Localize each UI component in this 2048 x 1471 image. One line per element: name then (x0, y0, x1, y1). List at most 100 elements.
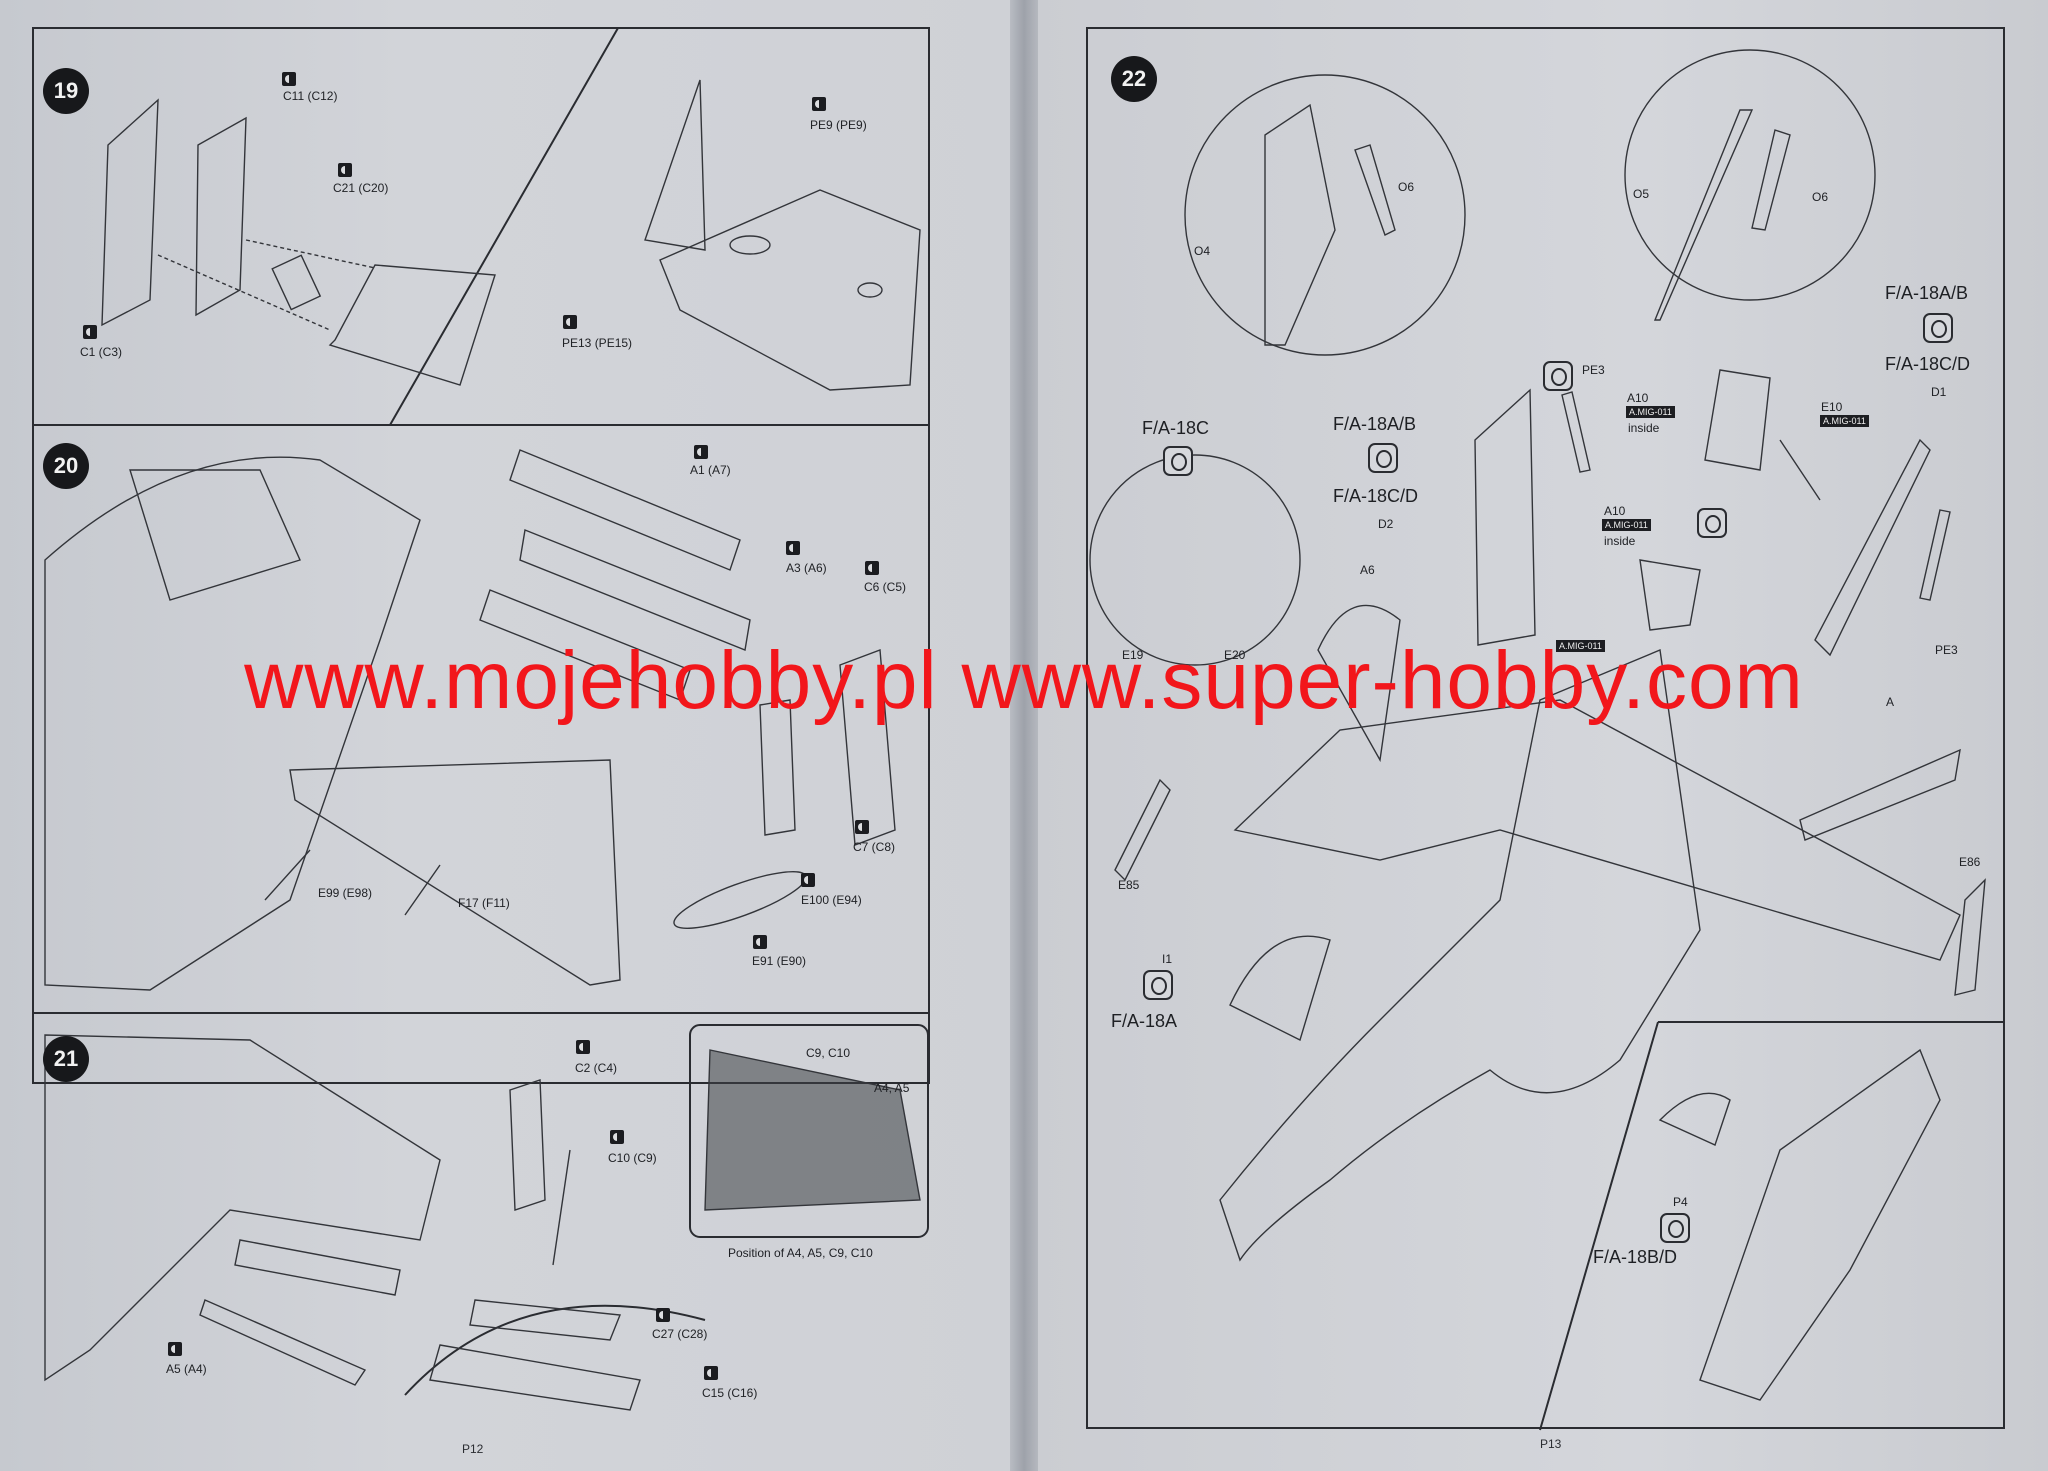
label-d2: D2 (1378, 517, 1394, 531)
part-a10-a (1704, 369, 1771, 471)
label-e86: E86 (1959, 855, 1981, 869)
step19-wing-assembly (659, 189, 921, 391)
paint-icon (168, 1342, 182, 1356)
step21-inset-frame (689, 1024, 929, 1238)
label-o6-b: O6 (1812, 190, 1829, 204)
part-c2 (509, 1079, 546, 1211)
label-c1: C1 (C3) (80, 345, 123, 359)
bubble-o4 (1184, 74, 1466, 356)
label-inside-b: inside (1604, 534, 1636, 548)
step19-diagonal-divider (389, 27, 619, 426)
paint-icon (282, 72, 296, 86)
label-e19: E19 (1122, 648, 1144, 662)
step-21-badge: 21 (43, 1036, 89, 1082)
part-step19-wing (328, 264, 496, 386)
label-d1: D1 (1931, 385, 1947, 399)
inset-caption: Position of A4, A5, C9, C10 (728, 1246, 873, 1260)
part-o5 (1653, 109, 1754, 321)
label-c15: C15 (C16) (702, 1386, 758, 1400)
part-e10 (1779, 439, 1821, 501)
watermark-text: www.mojehobby.pl www.super-hobby.com (244, 635, 1804, 726)
label-inside-a: inside (1628, 421, 1660, 435)
inset-label-c9-c10: C9, C10 (806, 1046, 851, 1060)
label-a10-b: A10 (1604, 504, 1626, 518)
part-o4 (1264, 103, 1336, 346)
part-e86 (1954, 878, 1986, 996)
part-p4 (1658, 1092, 1731, 1146)
page-number-left: P12 (462, 1442, 484, 1456)
page-number-right: P13 (1540, 1437, 1562, 1451)
part-c7 (759, 699, 796, 836)
variant-fa18cd-mid: F/A-18C/D (1333, 486, 1419, 506)
label-o6-a: O6 (1398, 180, 1415, 194)
bubble-o5 (1624, 49, 1876, 301)
paint-icon (865, 561, 879, 575)
part-a7 (479, 589, 691, 701)
label-o5: O5 (1633, 187, 1650, 201)
label-c27: C27 (C28) (652, 1327, 708, 1341)
label-f17: F17 (F11) (458, 896, 510, 910)
part-a6 (1317, 604, 1401, 763)
swap-icon (1697, 508, 1727, 538)
label-e91: E91 (E90) (752, 954, 807, 968)
paint-tag-4: A.MIG-011 (1556, 640, 1605, 652)
paint-icon (694, 445, 708, 459)
label-c6: C6 (C5) (864, 580, 907, 594)
label-e99: E99 (E98) (318, 886, 373, 900)
right-page-frame (1086, 27, 2005, 1429)
left-page (0, 0, 1018, 1471)
inset-drawing (704, 1049, 921, 1211)
label-e85: E85 (1118, 878, 1140, 892)
paint-tag-3: A.MIG-011 (1602, 519, 1651, 531)
label-p4: P4 (1673, 1195, 1688, 1209)
paint-icon (855, 820, 869, 834)
step-22-badge: 22 (1111, 56, 1157, 102)
paint-icon (656, 1308, 670, 1322)
part-o6-a (1354, 144, 1396, 236)
part-c21 (271, 254, 322, 311)
paint-icon (812, 97, 826, 111)
part-e100 (673, 871, 807, 929)
label-a3: A3 (A6) (786, 561, 827, 575)
step-20-badge: 20 (43, 443, 89, 489)
label-a-partial: A (1886, 695, 1895, 709)
paint-icon (753, 935, 767, 949)
inset-label-a4-a5: A4, A5 (874, 1081, 910, 1095)
part-a5 (199, 1299, 367, 1386)
step21-fuselage (44, 1034, 441, 1382)
paint-icon (786, 541, 800, 555)
label-c7: C7 (C8) (853, 840, 896, 854)
label-pe3-a: PE3 (1582, 363, 1605, 377)
step20-fuselage (44, 456, 421, 991)
part-pe3-b (1919, 509, 1951, 601)
part-o6-b (1751, 129, 1791, 231)
variant-fa18ab-mid: F/A-18A/B (1333, 414, 1417, 434)
part-c15 (429, 1344, 641, 1411)
paint-icon (801, 873, 815, 887)
label-c21: C21 (C20) (333, 181, 389, 195)
step-19-badge: 19 (43, 68, 89, 114)
paint-icon (610, 1130, 624, 1144)
step22-lower-divider (1539, 1021, 2004, 1431)
book-spine (1010, 0, 1038, 1471)
variant-fa18a: F/A-18A (1111, 1011, 1178, 1031)
label-a1: A1 (A7) (690, 463, 731, 477)
part-c10 (552, 1149, 571, 1266)
variant-fa18c: F/A-18C (1142, 418, 1210, 438)
label-e100: E100 (E94) (801, 893, 862, 907)
step22-fuselage (1219, 649, 1701, 1262)
step22-cockpit-detail (1699, 1048, 1941, 1401)
swap-icon (1660, 1213, 1690, 1243)
label-pe3-b: PE3 (1935, 643, 1958, 657)
label-a6: A6 (1360, 563, 1375, 577)
step20-wing-fold (289, 759, 621, 986)
part-a10-b (1639, 559, 1701, 631)
part-a-partial (1799, 748, 1961, 841)
part-c1 (101, 98, 159, 327)
variant-fa18cd-top: F/A-18C/D (1885, 354, 1971, 374)
paint-tag-1: A.MIG-011 (1626, 406, 1675, 418)
part-a3 (519, 529, 751, 651)
left-page-frame (32, 27, 930, 1084)
part-e85 (1114, 778, 1171, 882)
